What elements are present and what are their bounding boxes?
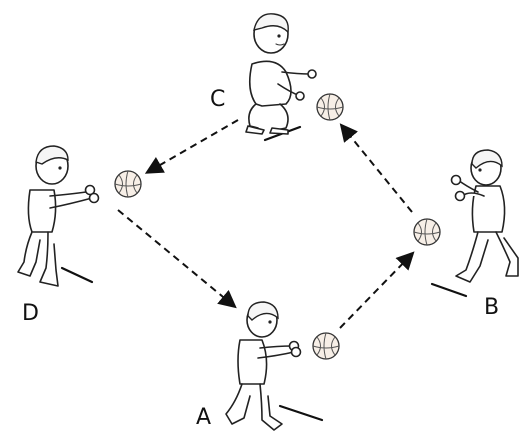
- pass-arrow-b-to-c: [342, 126, 412, 212]
- basketball-icon: [115, 171, 141, 197]
- basketball-icon: [317, 94, 343, 120]
- player-label-a: A: [196, 405, 211, 430]
- player-a-figure: [226, 302, 322, 430]
- player-label-c: C: [210, 87, 225, 112]
- basketball-icon: [414, 219, 440, 245]
- player-d-figure: [18, 146, 99, 286]
- player-c-figure: [246, 14, 316, 140]
- player-label-d: D: [22, 301, 39, 326]
- player-b-figure: [432, 150, 518, 296]
- pass-arrow-a-to-b: [340, 254, 412, 328]
- player-label-b: B: [484, 295, 499, 320]
- pass-arrow-d-to-a: [118, 210, 234, 306]
- pass-arrow-c-to-d: [148, 120, 238, 172]
- basketball-icon: [313, 333, 339, 359]
